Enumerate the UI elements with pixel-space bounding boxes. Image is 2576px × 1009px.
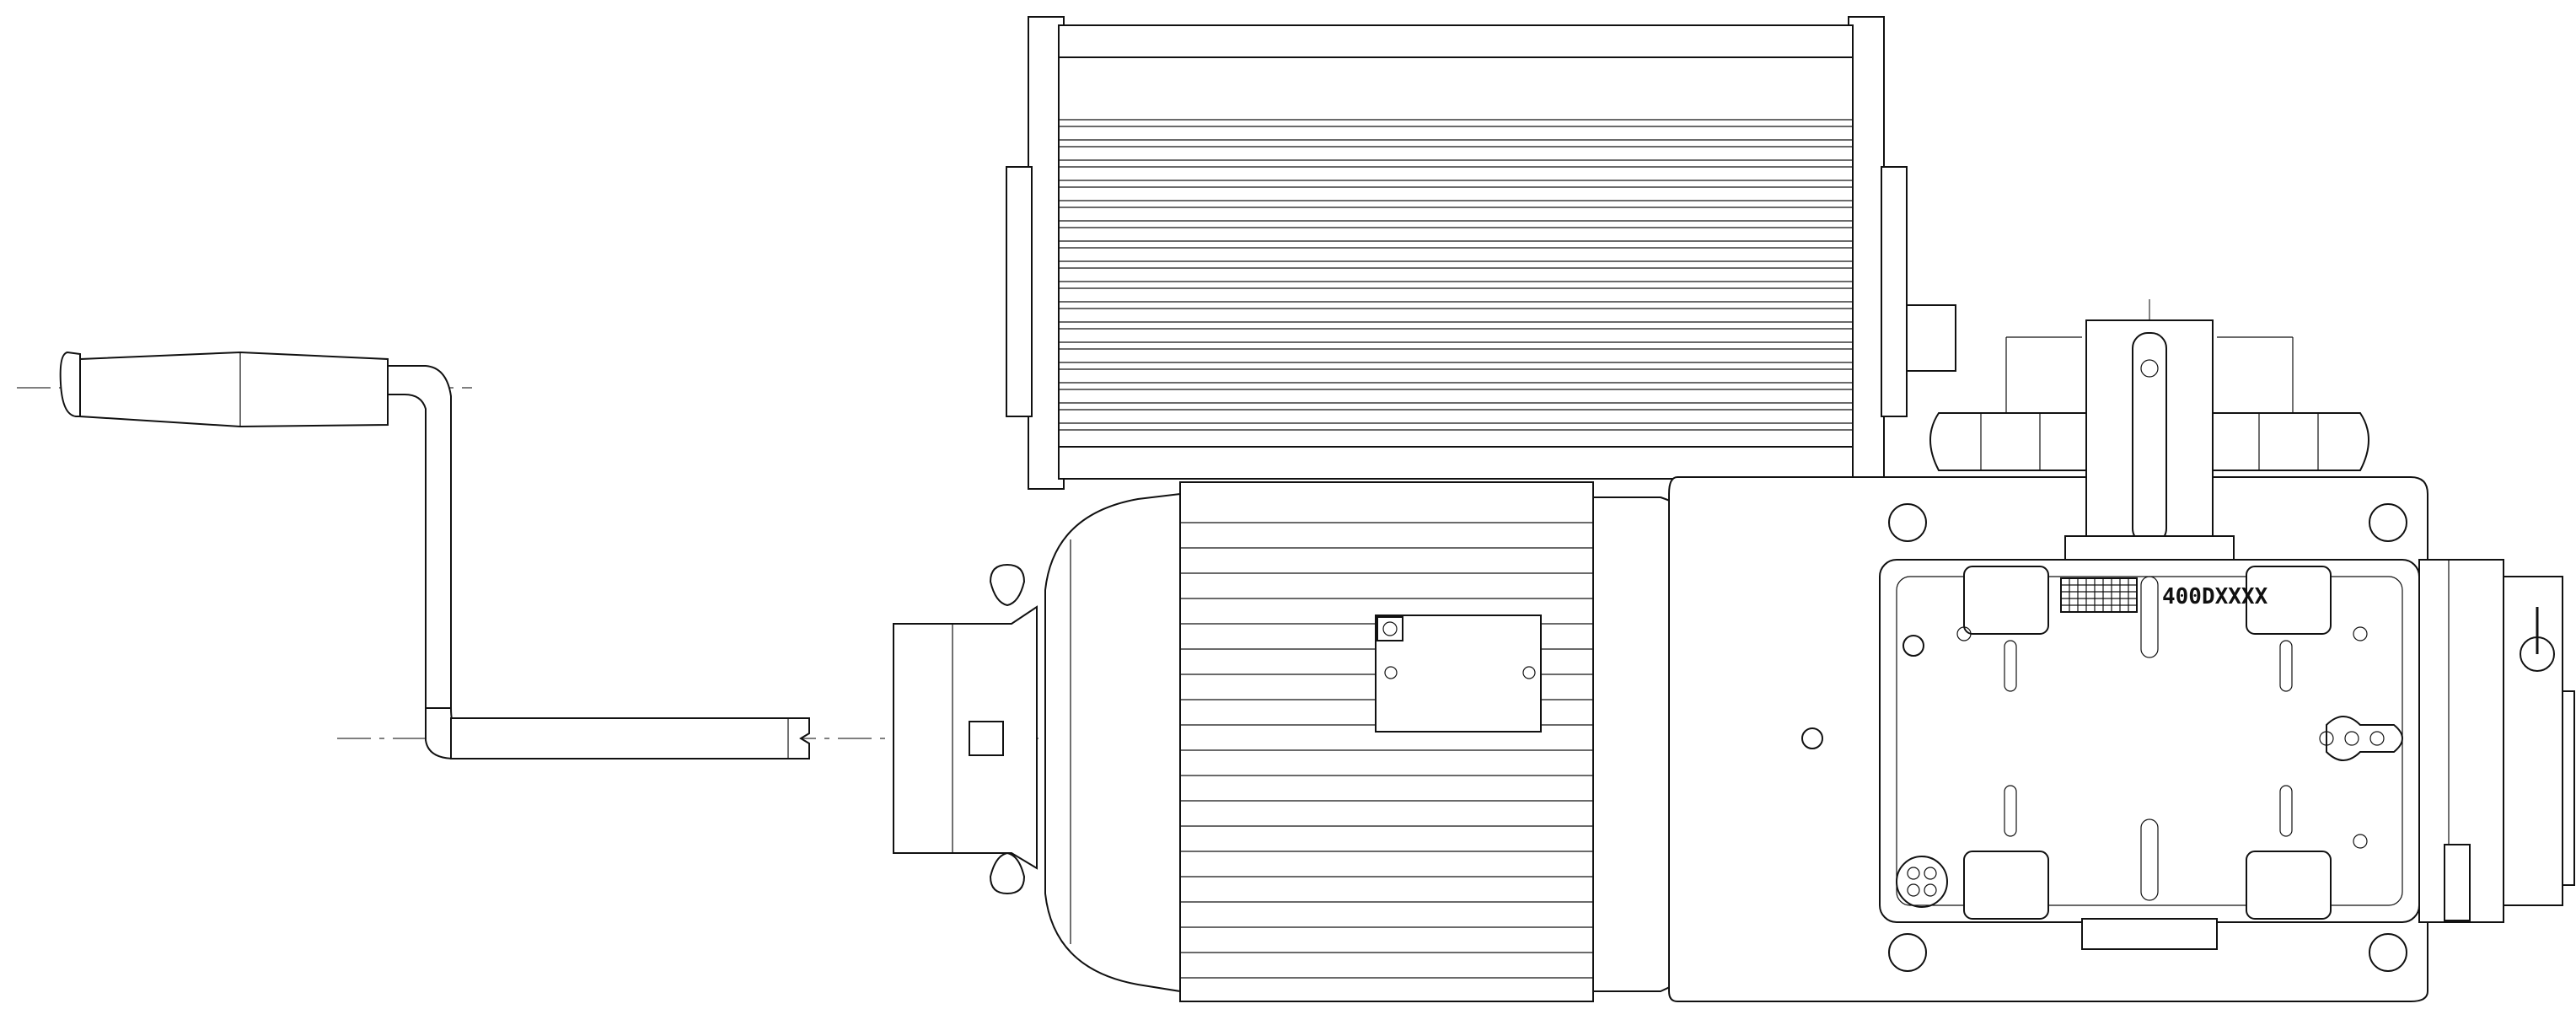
top-cover [1006, 16, 1956, 490]
crank-handle [59, 351, 810, 760]
gearbox: 400DXXXX [1668, 319, 2428, 1002]
serial-marking: 400DXXXX [2162, 584, 2268, 609]
motor-body [893, 481, 1754, 1002]
right-end-cap [2418, 559, 2575, 923]
